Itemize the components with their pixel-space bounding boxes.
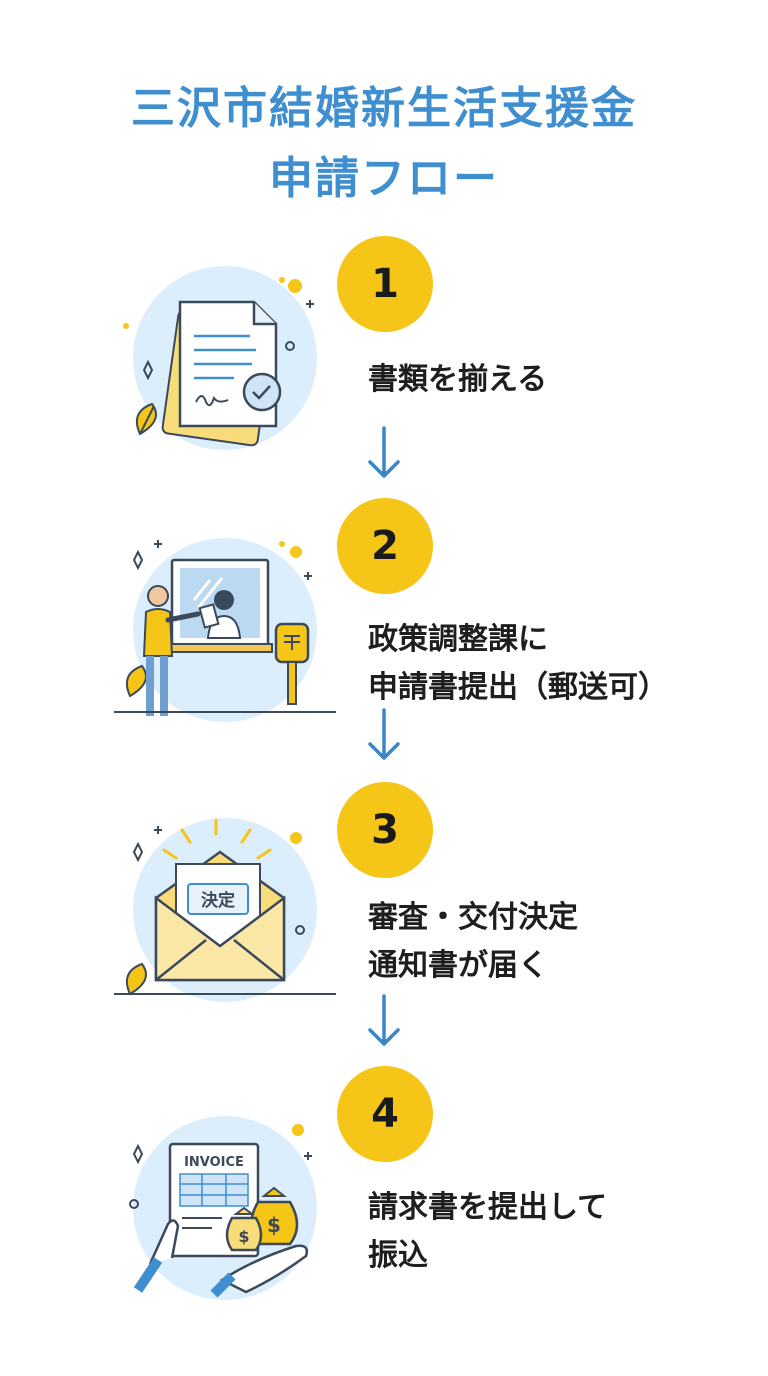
documents-icon [123, 266, 317, 450]
step-3-label: 審査・交付決定 通知書が届く [368, 894, 578, 990]
reception-window-icon [114, 538, 336, 722]
step-4-label: 請求書を提出して 振込 [368, 1184, 607, 1280]
step-4-line-1: 請求書を提出して [368, 1190, 608, 1225]
invoice-money-icon: INVOICE $ $ [129, 1116, 317, 1300]
page-subtitle: 申請フロー [269, 153, 499, 204]
invoice-title-text: INVOICE [184, 1155, 244, 1170]
step-4-line-2: 振込 [368, 1238, 428, 1273]
arrow-down-icon [368, 708, 400, 760]
arrow-down-icon [368, 426, 400, 478]
money-bag-symbol-small: $ [238, 1227, 249, 1246]
step-3-line-1: 審査・交付決定 [368, 900, 578, 935]
step-3-number: 3 [337, 782, 433, 878]
money-bag-symbol: $ [267, 1213, 281, 1237]
step-4-number: 4 [337, 1066, 433, 1162]
step-3-line-2: 通知書が届く [368, 948, 548, 983]
notice-stamp-text: 決定 [201, 890, 235, 911]
step-2-label: 政策調整課に 申請書提出（郵送可） [368, 616, 668, 712]
envelope-notice-icon: 決定 [114, 818, 336, 1002]
step-1-number: 1 [337, 236, 433, 332]
step-2-number: 2 [337, 498, 433, 594]
step-2-line-2: 申請書提出（郵送可） [368, 670, 668, 705]
page-title: 三沢市結婚新生活支援金 [131, 83, 637, 134]
step-1-label: 書類を揃える [368, 356, 547, 404]
arrow-down-icon [368, 994, 400, 1046]
step-1-line-1: 書類を揃える [368, 362, 548, 397]
step-2-line-1: 政策調整課に [368, 622, 548, 657]
